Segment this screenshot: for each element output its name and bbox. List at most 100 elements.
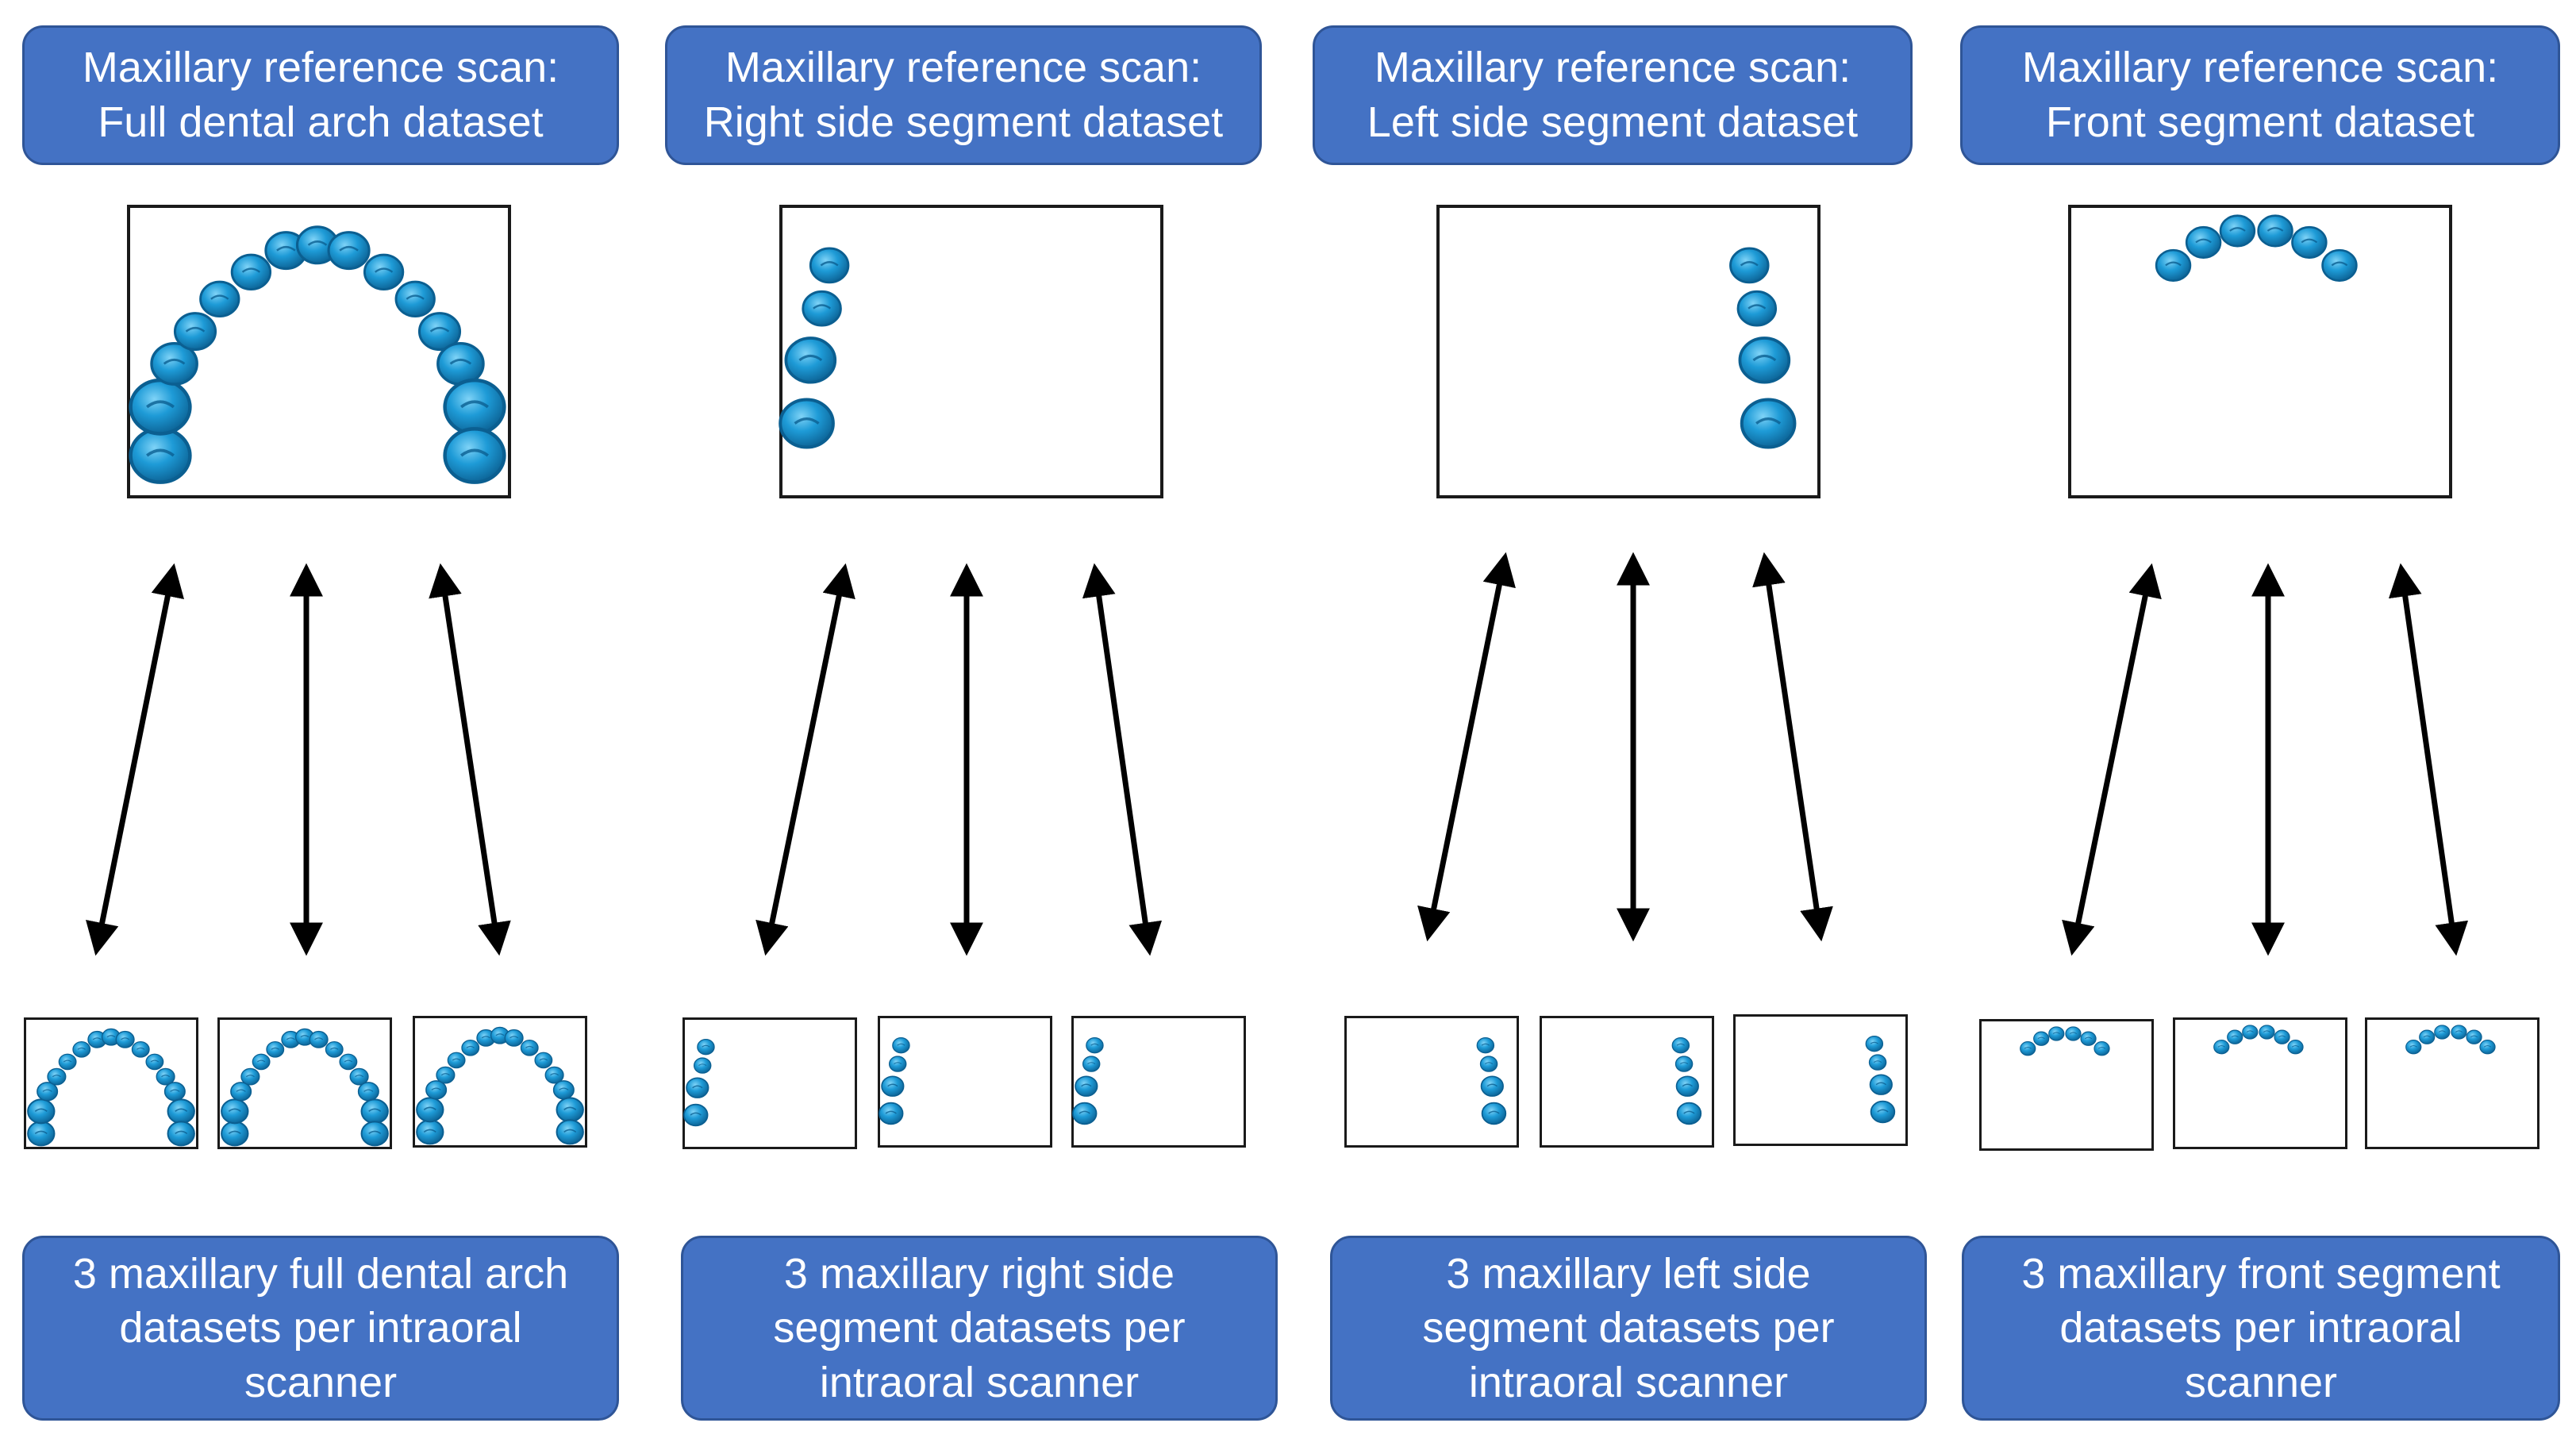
right-dataset-1-tooth-2 [693,1057,712,1074]
front-dataset-2-tooth-6 [2287,1040,2304,1055]
dataset-frame-right-2 [878,1016,1052,1148]
right-dataset-3-tooth-4 [1071,1102,1098,1125]
left-dataset-3-tooth-3 [1869,1074,1893,1095]
left-dataset-2-tooth-2 [1674,1056,1694,1072]
reference-scan-label-full: Maxillary reference scan: Full dental ar… [22,25,619,165]
front-ref-tooth-2 [2185,225,2222,260]
full-dataset-3-tooth-3 [425,1080,448,1100]
front-dataset-3-tooth-6 [2479,1040,2496,1055]
right-ref-tooth-1 [809,247,850,284]
right-ref-tooth-4 [779,398,835,449]
front-dataset-1-tooth-2 [2033,1031,2050,1046]
full-dataset-3-tooth-9 [504,1029,524,1047]
front-dataset-3-tooth-1 [2405,1040,2422,1055]
full-dataset-3-tooth-5 [447,1052,466,1069]
left-dataset-3-tooth-2 [1868,1054,1887,1071]
full-ref-tooth-12 [417,312,462,352]
scanner-datasets-label-left: 3 maxillary left side segment datasets p… [1330,1236,1927,1421]
front-ref-tooth-1 [2155,248,2192,282]
label-line: scanner [244,1358,398,1406]
full-dataset-2-tooth-4 [240,1067,260,1086]
comparison-arrow-9 [1752,552,1833,942]
full-dataset-1-tooth-5 [58,1053,77,1071]
full-dataset-3-tooth-1 [416,1119,444,1145]
full-dataset-1-tooth-1 [27,1121,56,1147]
right-dataset-3-tooth-2 [1082,1056,1101,1072]
right-ref-tooth-2 [802,290,842,327]
full-dataset-2-tooth-9 [309,1030,329,1048]
comparison-arrow-6 [1082,563,1163,956]
full-dataset-1-tooth-11 [145,1053,164,1071]
full-ref-tooth-6 [230,253,272,291]
front-dataset-1-tooth-5 [2080,1031,2097,1046]
comparison-arrow-3 [429,563,511,956]
arrow-layer [86,552,2469,956]
reference-scan-label-front: Maxillary reference scan: Front segment … [1960,25,2560,165]
full-dataset-1-tooth-3 [37,1082,59,1102]
full-ref-tooth-1 [129,427,192,484]
full-ref-tooth-2 [129,378,192,436]
right-dataset-1-tooth-1 [697,1039,715,1056]
right-dataset-2-tooth-3 [881,1075,905,1097]
label-line: intraoral scanner [819,1358,1140,1406]
full-dataset-2-tooth-7 [281,1030,301,1048]
left-dataset-1-tooth-1 [1476,1037,1495,1054]
full-dataset-3-tooth-4 [436,1066,456,1084]
full-dataset-1-tooth-6 [72,1040,91,1058]
label-line: intraoral scanner [1468,1358,1789,1406]
dataset-frame-front-3 [2365,1017,2539,1149]
full-dataset-2-tooth-15 [360,1121,389,1147]
front-dataset-2-tooth-1 [2213,1040,2230,1055]
full-dataset-2-tooth-6 [266,1040,285,1058]
dataset-frame-front-2 [2173,1017,2347,1149]
left-dataset-2-tooth-3 [1675,1075,1699,1097]
full-dataset-2-tooth-2 [221,1098,249,1125]
comparison-arrow-4 [755,563,855,956]
full-dataset-2-tooth-12 [349,1067,369,1086]
full-dataset-3-tooth-6 [461,1039,480,1056]
label-line: 3 maxillary full dental arch [72,1249,569,1298]
scanner-datasets-label-front: 3 maxillary front segment datasets per i… [1962,1236,2560,1421]
label-line: segment datasets per [773,1304,1186,1352]
right-dataset-3-tooth-3 [1075,1075,1098,1097]
front-dataset-2-tooth-5 [2274,1029,2290,1044]
right-dataset-1-tooth-4 [682,1103,709,1127]
reference-frame-front [2068,205,2452,498]
full-dataset-2-tooth-1 [221,1121,249,1147]
label-line: Right side segment dataset [703,98,1224,146]
full-dataset-1-tooth-2 [27,1098,56,1125]
full-dataset-3-tooth-10 [520,1039,539,1056]
full-dataset-3-tooth-15 [556,1119,584,1145]
front-ref-tooth-4 [2257,214,2293,248]
label-line: Left side segment dataset [1367,98,1859,146]
full-ref-tooth-15 [443,427,506,484]
left-dataset-1-tooth-4 [1481,1102,1507,1125]
full-dataset-1-tooth-10 [131,1040,150,1058]
front-ref-tooth-6 [2321,248,2358,282]
comparison-arrow-7 [1417,552,1516,942]
full-ref-tooth-10 [363,253,405,291]
front-dataset-1-tooth-1 [2020,1041,2036,1056]
left-dataset-3-tooth-4 [1870,1100,1896,1124]
front-ref-tooth-5 [2291,225,2328,260]
label-line: segment datasets per [1422,1304,1835,1352]
full-dataset-3-tooth-12 [544,1066,564,1084]
label-line: 3 maxillary right side [783,1249,1175,1298]
right-dataset-1-tooth-3 [686,1077,709,1098]
label-line: datasets per intraoral [119,1304,522,1352]
left-ref-tooth-2 [1736,290,1778,327]
full-dataset-1-tooth-9 [115,1030,135,1048]
left-ref-tooth-1 [1729,247,1770,284]
full-dataset-3-tooth-14 [556,1097,584,1123]
label-line: Maxillary reference scan: [725,44,1202,92]
full-ref-tooth-14 [443,378,506,436]
front-dataset-2-tooth-3 [2242,1025,2259,1040]
full-dataset-2-tooth-5 [252,1053,271,1071]
front-dataset-3-tooth-2 [2419,1029,2436,1044]
label-line: Maxillary reference scan: [2021,44,2499,92]
comparison-arrow-1 [86,563,184,956]
right-dataset-2-tooth-2 [888,1056,907,1072]
front-dataset-2-tooth-4 [2259,1025,2275,1040]
left-ref-tooth-4 [1740,398,1797,449]
